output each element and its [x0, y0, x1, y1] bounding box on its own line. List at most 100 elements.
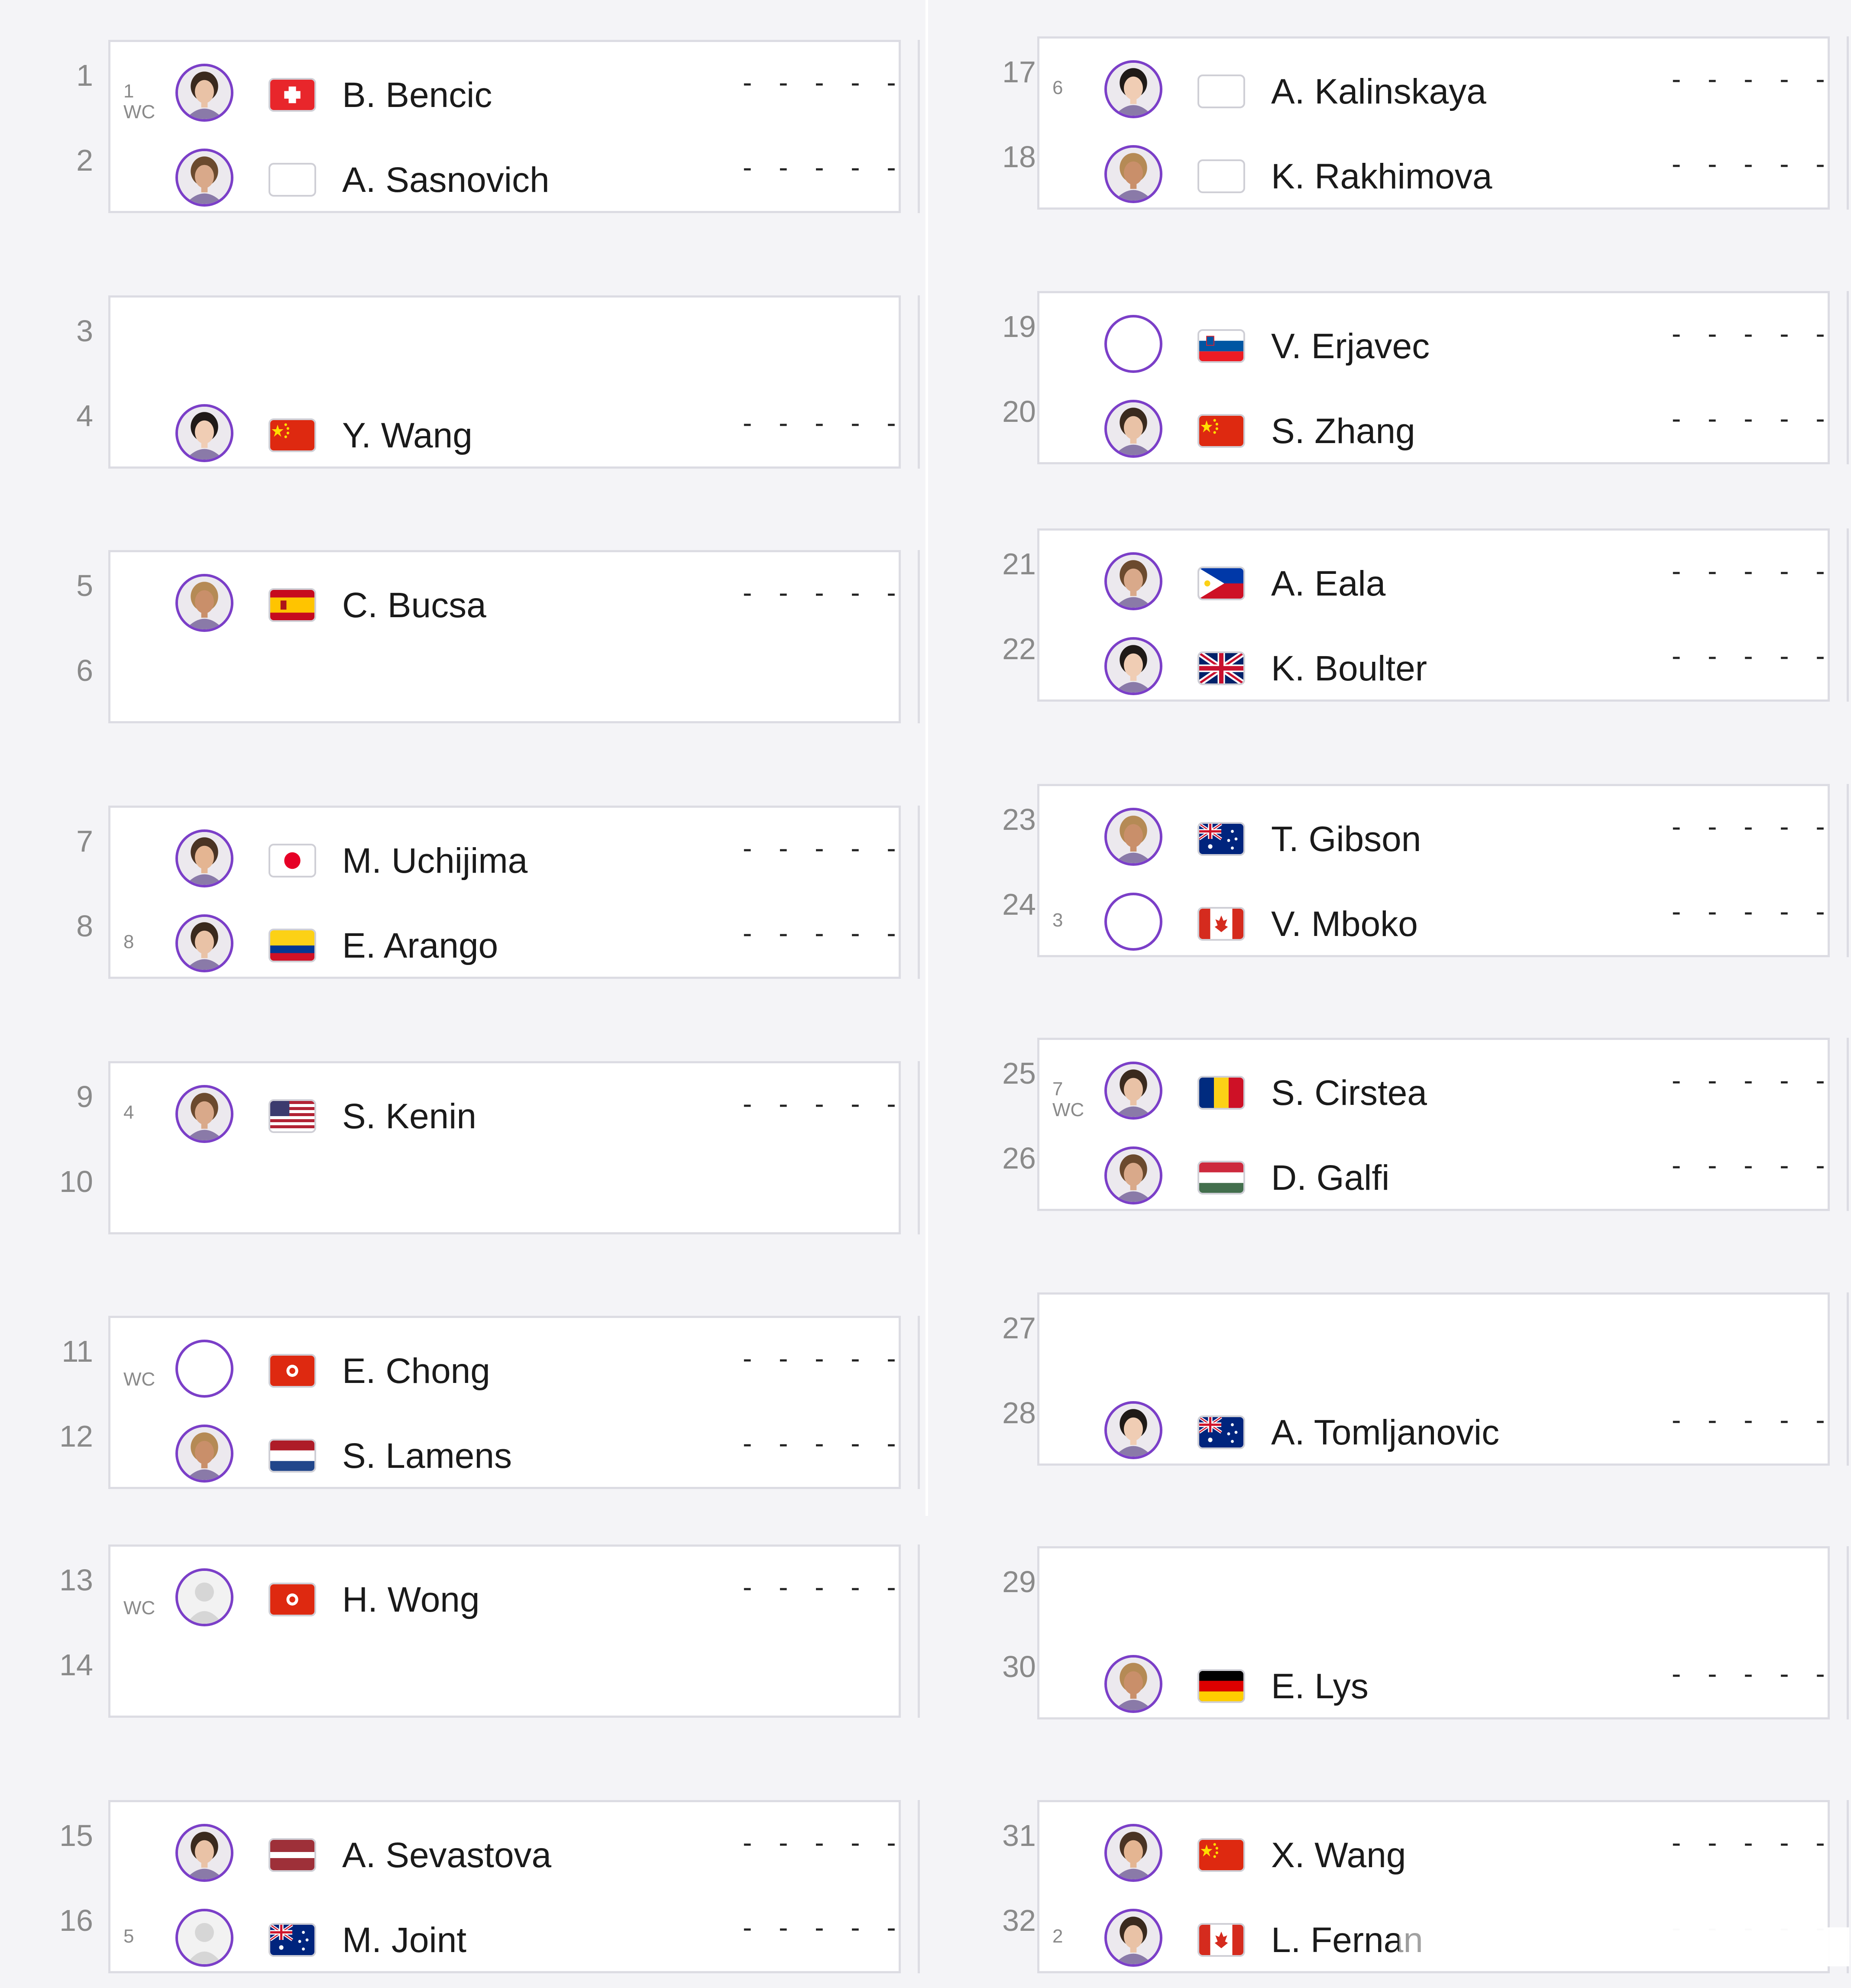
- player-name[interactable]: K. Boulter: [1271, 649, 1427, 688]
- flag-icon: [1197, 1923, 1245, 1957]
- player-avatar[interactable]: [175, 64, 233, 122]
- player-avatar[interactable]: [1104, 808, 1162, 866]
- flag-icon: [1197, 1669, 1245, 1703]
- player-name[interactable]: B. Bencic: [342, 75, 492, 115]
- player-row[interactable]: K. Rakhimova- - - - -: [1039, 144, 1828, 209]
- match-card[interactable]: E. Lys- - - - -: [1037, 1546, 1830, 1719]
- player-name[interactable]: E. Arango: [342, 926, 498, 965]
- match-card[interactable]: A. Eala- - - - - K. Boulter- - - - -: [1037, 528, 1830, 702]
- player-row[interactable]: C. Bucsa- - - - -: [110, 573, 899, 638]
- slot-number: 19: [1002, 310, 1036, 343]
- player-row[interactable]: V. Erjavec- - - - -: [1039, 314, 1828, 379]
- player-row[interactable]: X. Wang- - - - -: [1039, 1823, 1828, 1888]
- player-avatar[interactable]: [175, 829, 233, 887]
- player-avatar[interactable]: [1104, 60, 1162, 118]
- player-avatar[interactable]: [1104, 1062, 1162, 1120]
- player-name[interactable]: M. Uchijima: [342, 841, 528, 881]
- player-row[interactable]: E. Lys- - - - -: [1039, 1654, 1828, 1719]
- player-row[interactable]: K. Boulter- - - - -: [1039, 636, 1828, 701]
- match-card[interactable]: V. Erjavec- - - - - S. Zhang- - - - -: [1037, 291, 1830, 464]
- player-row[interactable]: A. Sasnovich- - - - -: [110, 148, 899, 213]
- player-name[interactable]: A. Tomljanovic: [1271, 1413, 1500, 1452]
- player-name[interactable]: A. Sevastova: [342, 1836, 552, 1875]
- player-name[interactable]: S. Lamens: [342, 1436, 512, 1476]
- player-row[interactable]: D. Galfi- - - - -: [1039, 1146, 1828, 1211]
- player-avatar[interactable]: [175, 574, 233, 632]
- player-name[interactable]: Y. Wang: [342, 416, 472, 455]
- player-avatar[interactable]: [175, 1909, 233, 1967]
- player-name[interactable]: D. Galfi: [1271, 1158, 1390, 1198]
- player-name[interactable]: A. Eala: [1271, 564, 1386, 603]
- player-avatar[interactable]: [1104, 145, 1162, 203]
- player-name[interactable]: V. Erjavec: [1271, 327, 1430, 366]
- player-row[interactable]: Y. Wang- - - - -: [110, 403, 899, 468]
- player-name[interactable]: S. Kenin: [342, 1097, 476, 1136]
- player-name[interactable]: V. Mboko: [1271, 904, 1418, 944]
- player-name[interactable]: E. Chong: [342, 1351, 490, 1391]
- player-name[interactable]: C. Bucsa: [342, 586, 486, 625]
- player-name[interactable]: M. Joint: [342, 1920, 467, 1960]
- player-row[interactable]: S. Zhang- - - - -: [1039, 399, 1828, 464]
- player-avatar[interactable]: [1104, 400, 1162, 458]
- player-avatar[interactable]: [1104, 1655, 1162, 1713]
- player-avatar[interactable]: [1104, 552, 1162, 610]
- score-placeholder: - - - - -: [1672, 555, 1835, 586]
- player-row[interactable]: A. Sevastova- - - - -: [110, 1823, 899, 1888]
- player-avatar[interactable]: [1104, 1824, 1162, 1882]
- player-avatar[interactable]: [1104, 637, 1162, 695]
- player-row[interactable]: T. Gibson- - - - -: [1039, 807, 1828, 872]
- match-card[interactable]: A. Tomljanovic- - - - -: [1037, 1292, 1830, 1466]
- player-name[interactable]: T. Gibson: [1271, 819, 1421, 859]
- match-card[interactable]: Y. Wang- - - - -: [108, 295, 901, 469]
- player-name[interactable]: S. Cirstea: [1271, 1073, 1427, 1113]
- player-name[interactable]: A. Kalinskaya: [1271, 72, 1486, 111]
- match-card[interactable]: C. Bucsa- - - - -: [108, 550, 901, 723]
- player-name[interactable]: H. Wong: [342, 1580, 480, 1619]
- player-row[interactable]: A. Tomljanovic- - - - -: [1039, 1400, 1828, 1465]
- score-placeholder: - - - - -: [743, 832, 906, 864]
- player-name[interactable]: K. Rakhimova: [1271, 157, 1492, 196]
- player-avatar[interactable]: [1104, 1146, 1162, 1204]
- player-name[interactable]: X. Wang: [1271, 1836, 1406, 1875]
- bracket-connector: [1827, 1038, 1849, 1211]
- player-row[interactable]: A. Eala- - - - -: [1039, 551, 1828, 616]
- player-name[interactable]: E. Lys: [1271, 1667, 1369, 1706]
- player-row[interactable]: S. Lamens- - - - -: [110, 1424, 899, 1489]
- player-avatar[interactable]: [175, 149, 233, 207]
- player-avatar[interactable]: [1104, 315, 1162, 373]
- player-name[interactable]: A. Sasnovich: [342, 160, 550, 200]
- player-avatar[interactable]: [175, 1425, 233, 1483]
- slot-number: 4: [76, 399, 93, 433]
- player-avatar[interactable]: [175, 1085, 233, 1143]
- player-avatar[interactable]: [175, 1824, 233, 1882]
- player-avatar[interactable]: [175, 914, 233, 972]
- player-avatar[interactable]: [1104, 1401, 1162, 1459]
- player-row[interactable]: M. Uchijima- - - - -: [110, 829, 899, 894]
- player-name[interactable]: L. Fernan: [1271, 1920, 1423, 1960]
- player-avatar[interactable]: [175, 1568, 233, 1626]
- player-avatar[interactable]: [175, 1340, 233, 1398]
- player-avatar[interactable]: [1104, 1909, 1162, 1967]
- player-avatar[interactable]: [1104, 893, 1162, 951]
- player-avatar[interactable]: [175, 404, 233, 462]
- flag-icon: [269, 1923, 316, 1957]
- player-name[interactable]: S. Zhang: [1271, 411, 1415, 451]
